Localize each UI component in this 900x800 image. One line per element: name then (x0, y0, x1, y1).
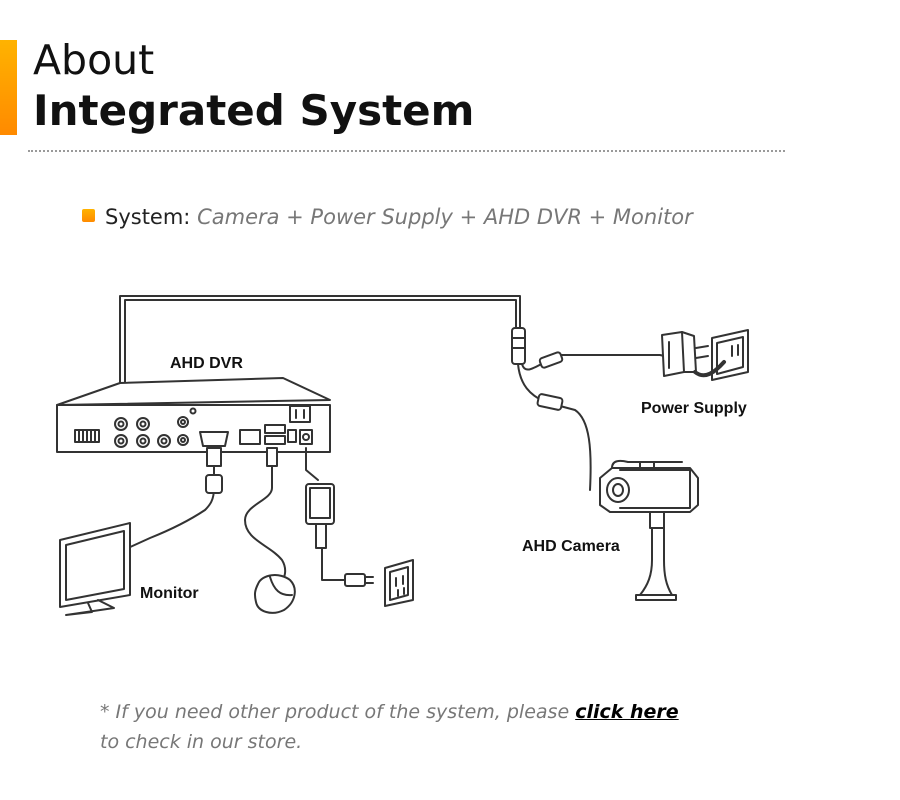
system-components: Camera + Power Supply + AHD DVR + Monito… (197, 205, 693, 229)
dvr-label: AHD DVR (170, 355, 243, 372)
ahd-camera (599, 459, 699, 601)
system-label: System: (105, 205, 191, 229)
monitor-label: Monitor (140, 585, 199, 602)
system-summary: System: Camera + Power Supply + AHD DVR … (82, 205, 693, 229)
click-here-link[interactable]: click here (575, 701, 679, 723)
store-note: * If you need other product of the syste… (100, 697, 679, 757)
bullet-icon (82, 209, 95, 222)
camera-power-supply (661, 329, 749, 381)
power-supply-label: Power Supply (641, 400, 747, 417)
title-accent-bar (0, 40, 17, 135)
page-title-small: About (33, 36, 155, 84)
page-title: Integrated System (33, 86, 475, 135)
dotted-divider (28, 150, 785, 152)
dvr-unit (56, 377, 331, 453)
dvr-power-adapter (305, 447, 414, 607)
monitor-and-vga-cable (59, 447, 223, 616)
note-prefix: * If you need other product of the syste… (100, 701, 570, 723)
camera-label: AHD Camera (522, 538, 620, 555)
mouse-and-cable (244, 447, 296, 614)
note-suffix: to check in our store. (100, 731, 303, 753)
